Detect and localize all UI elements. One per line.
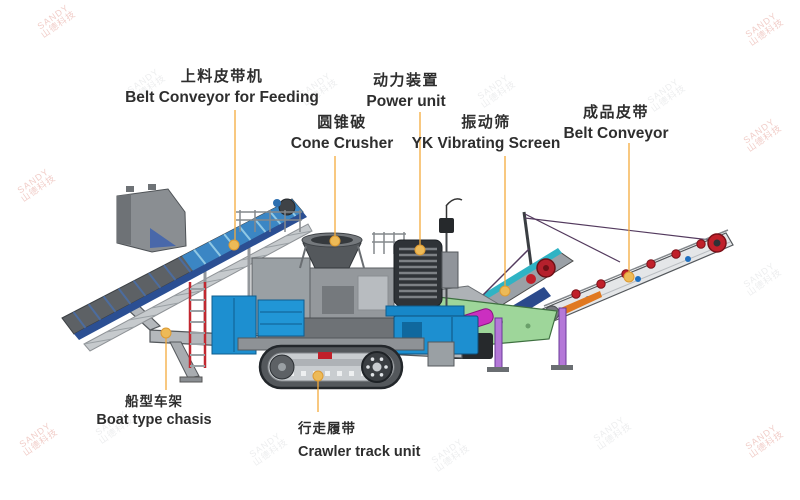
dot-cone bbox=[329, 235, 341, 247]
label-belt-conveyor: 成品皮带 Belt Conveyor bbox=[563, 103, 668, 144]
label-belt-conveyor-for-feeding: 上料皮带机 Belt Conveyor for Feeding bbox=[125, 67, 319, 108]
hopper-chute bbox=[150, 228, 176, 248]
crawler-track bbox=[237, 337, 455, 390]
truss-lattice bbox=[83, 230, 313, 345]
leader-dots bbox=[160, 235, 635, 382]
label-en: Belt Conveyor for Feeding bbox=[125, 89, 319, 106]
chassis-strut bbox=[169, 341, 200, 379]
access-ladder bbox=[188, 282, 207, 368]
label-en: Crawler track unit bbox=[298, 444, 421, 460]
belt-upper-section bbox=[182, 199, 303, 271]
label-en: Boat type chasis bbox=[96, 412, 212, 428]
support-leg bbox=[494, 317, 503, 369]
ladder-rungs bbox=[190, 288, 205, 367]
label-cn: 上料皮带机 bbox=[180, 68, 264, 85]
label-cn: 成品皮带 bbox=[582, 104, 649, 121]
label-cn: 动力装置 bbox=[372, 72, 440, 89]
dot-power bbox=[414, 244, 426, 256]
belt-side-rail bbox=[74, 212, 307, 340]
electric-cabinet bbox=[257, 299, 305, 337]
label-en: Power unit bbox=[366, 93, 446, 110]
sprocket-bolts bbox=[366, 357, 388, 377]
label-crawler-track-unit: 行走履带 Crawler track unit bbox=[298, 420, 421, 462]
radiator-slats bbox=[399, 247, 437, 299]
dot-product bbox=[623, 271, 635, 283]
leader-lines bbox=[165, 110, 630, 412]
cone-crusher-module bbox=[211, 210, 406, 355]
product-belt-conveyor bbox=[539, 229, 734, 324]
label-en: Belt Conveyor bbox=[563, 125, 669, 142]
dot-screen bbox=[499, 285, 511, 297]
dot-chassis bbox=[160, 327, 172, 339]
control-box bbox=[439, 218, 454, 233]
support-leg bbox=[558, 307, 567, 367]
strut-foot bbox=[179, 376, 203, 383]
label-en: YK Vibrating Screen bbox=[411, 135, 561, 152]
dot-feeding bbox=[228, 239, 240, 251]
tail-chute bbox=[556, 291, 602, 317]
label-vibrating-screen: 振动筛 YK Vibrating Screen bbox=[412, 113, 561, 154]
head-pulley bbox=[278, 198, 296, 216]
label-power-unit: 动力装置 Power unit bbox=[366, 71, 445, 112]
drive-motor bbox=[273, 199, 281, 207]
label-cone-crusher: 圆锥破 Cone Crusher bbox=[291, 113, 394, 154]
conveyor-mast-and-stays bbox=[522, 211, 711, 273]
label-en: Cone Crusher bbox=[290, 135, 394, 152]
feed-conveyor bbox=[61, 184, 313, 352]
label-cn: 振动筛 bbox=[461, 114, 511, 131]
antenna bbox=[445, 198, 463, 207]
label-cn: 圆锥破 bbox=[317, 114, 367, 131]
label-boat-type-chassis: 船型车架 Boat type chasis bbox=[96, 393, 211, 430]
dot-crawler bbox=[312, 370, 324, 382]
label-cn: 船型车架 bbox=[125, 394, 183, 409]
label-cn: 行走履带 bbox=[298, 421, 356, 436]
power-unit bbox=[385, 198, 479, 355]
